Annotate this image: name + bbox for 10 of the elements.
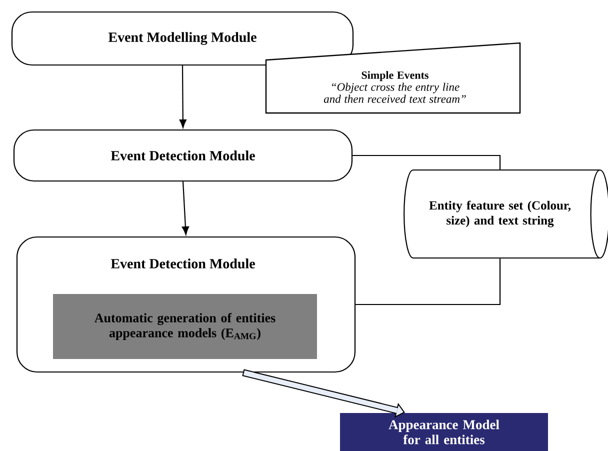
callout-box: Simple Events “Object cross the entry line and then received text stream” bbox=[265, 42, 521, 114]
arrow bbox=[182, 182, 190, 235]
module-box: Event Modelling Module bbox=[11, 11, 354, 66]
arrow bbox=[179, 66, 186, 128]
connector-line bbox=[356, 258, 501, 306]
process-box: Automatic generation of entities appearance models (E$_{AMG}$) bbox=[53, 294, 317, 359]
output-box: Appearance Model for all entities bbox=[340, 413, 548, 451]
module-box: Event Detection Module bbox=[13, 129, 353, 182]
connector-line bbox=[352, 154, 501, 170]
data-store-cylinder: Entity feature set (Colour, size) and text string bbox=[404, 169, 608, 259]
